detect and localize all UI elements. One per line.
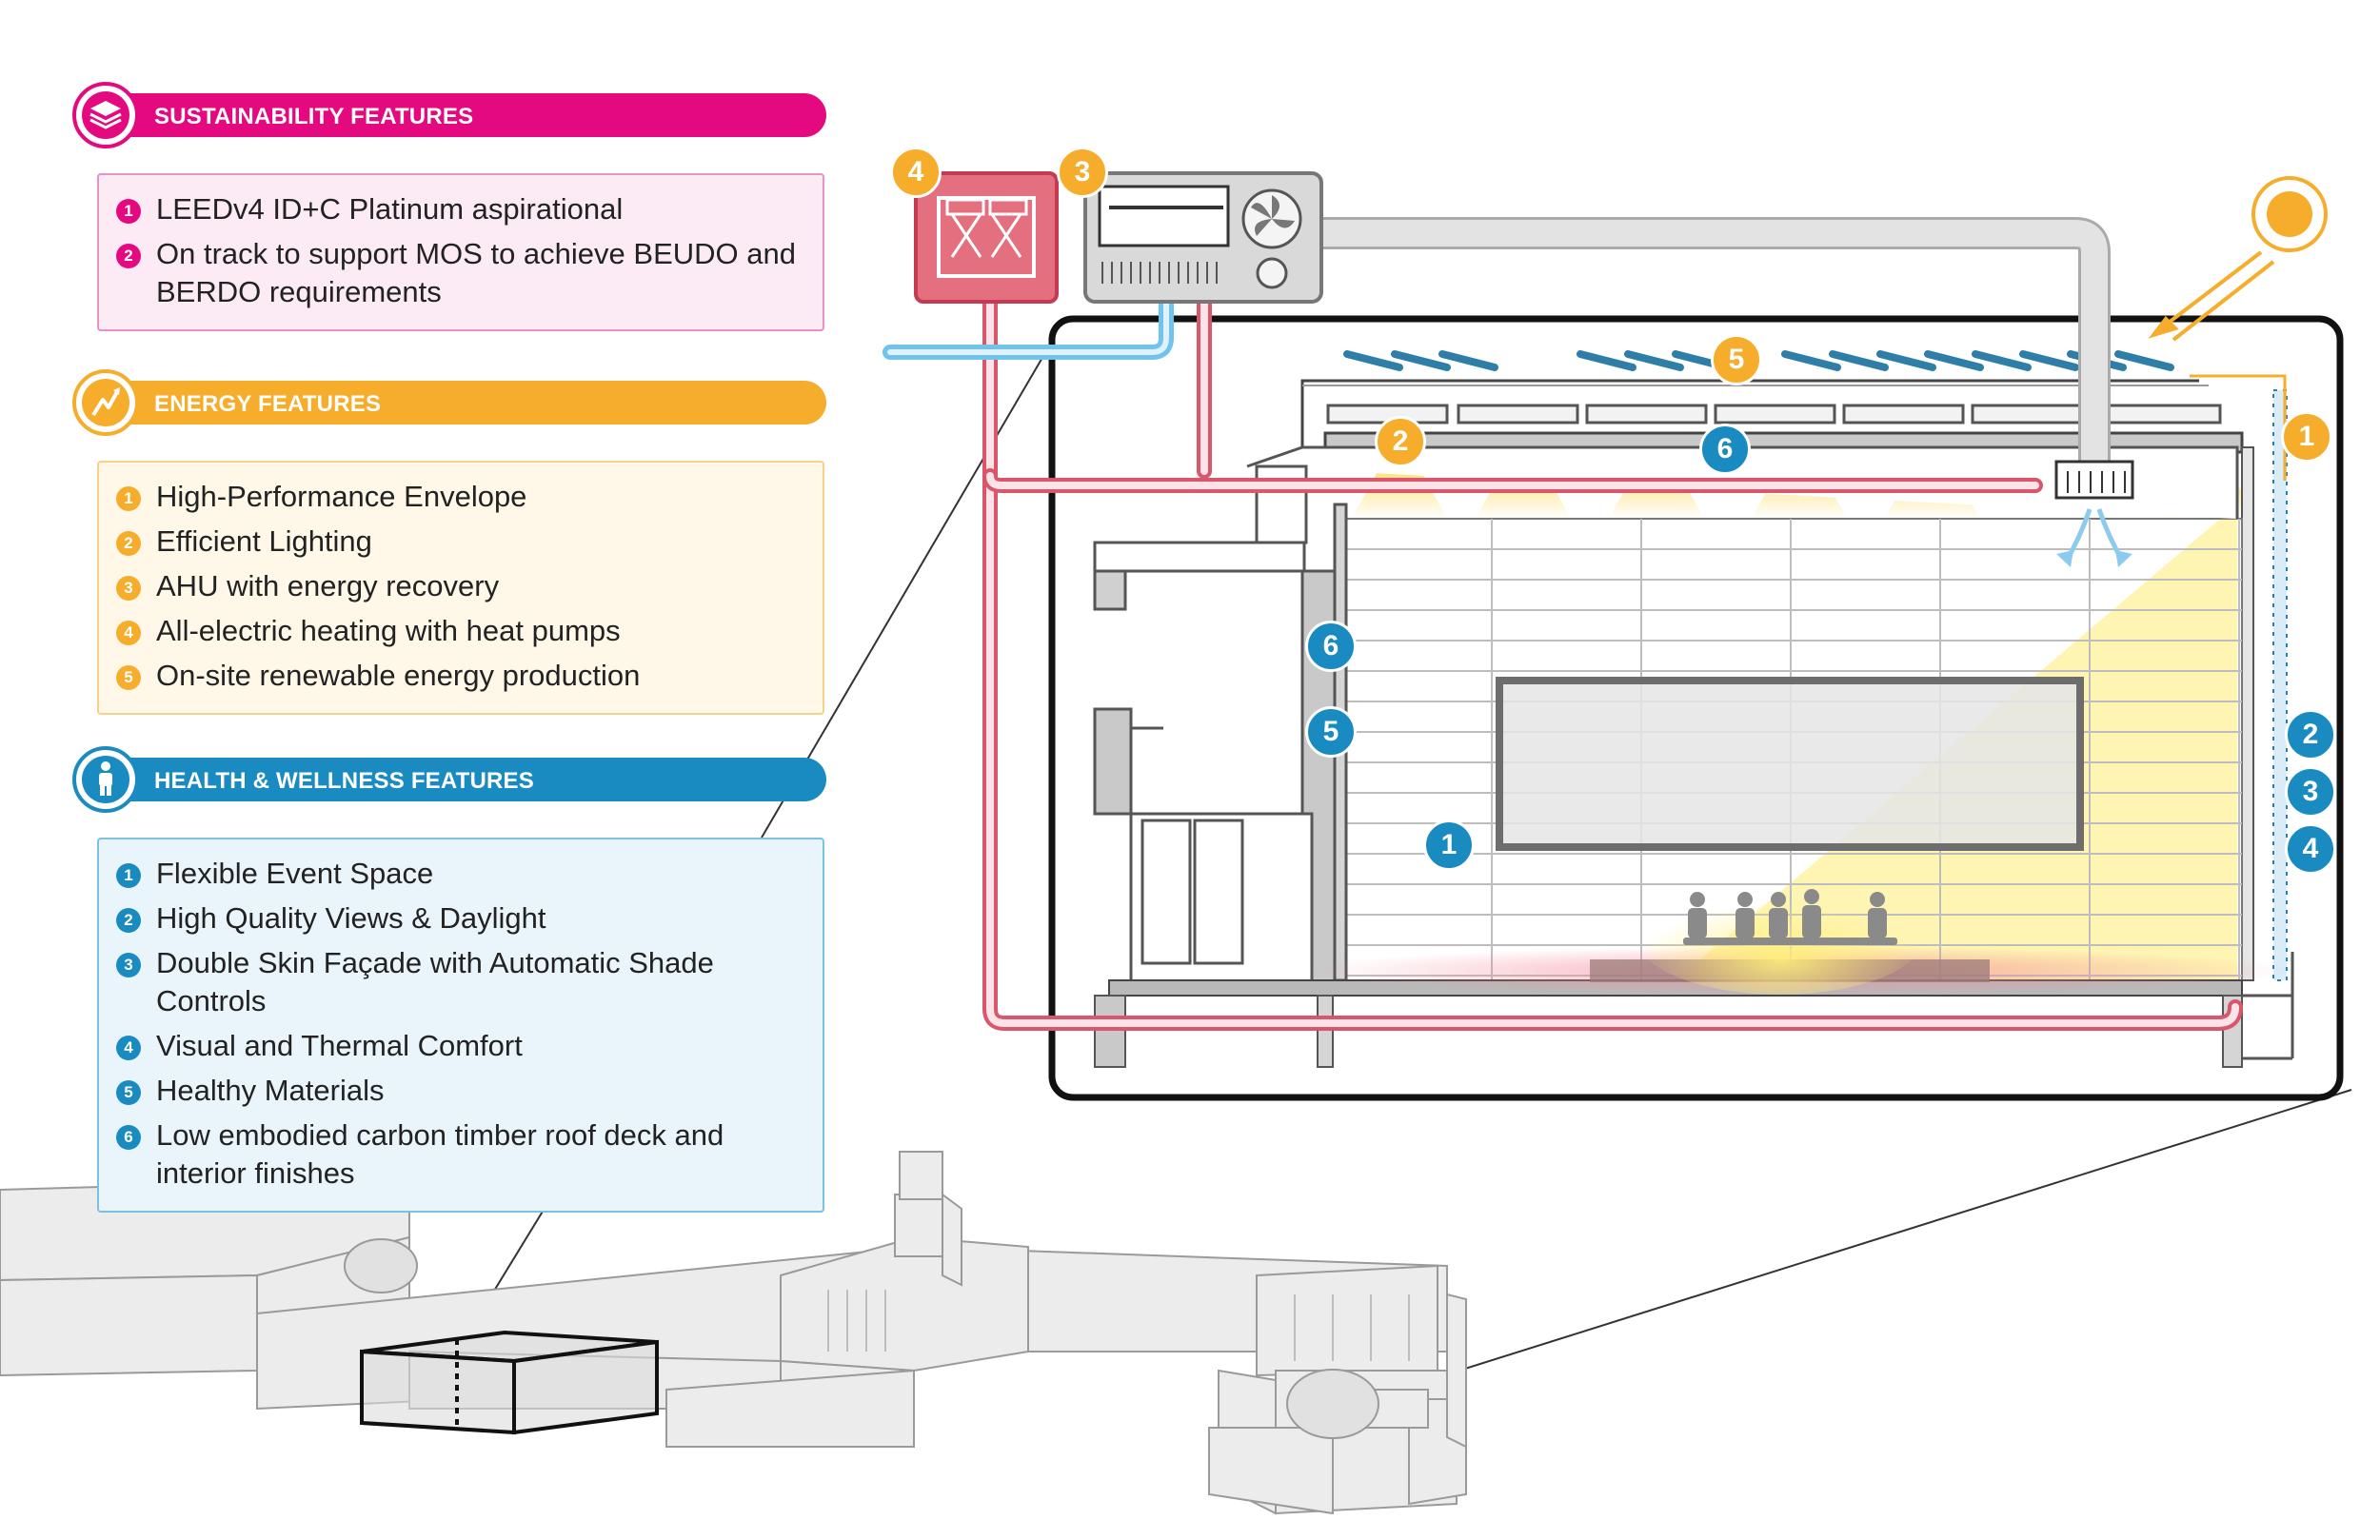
item-text: Flexible Event Space [156, 857, 434, 890]
list-item: 2 On track to support MOS to achieve BEU… [116, 235, 805, 311]
item-text: All-electric heating with heat pumps [156, 614, 621, 647]
item-text: Healthy Materials [156, 1074, 385, 1107]
health-callout-5: 5 [1305, 706, 1357, 758]
list-item: 3 AHU with energy recovery [116, 567, 805, 605]
list-item: 1 High-Performance Envelope [116, 478, 805, 516]
item-number: 4 [116, 621, 141, 645]
item-text: Double Skin Façade with Automatic Shade … [156, 946, 714, 1017]
item-number: 1 [116, 199, 141, 224]
audience-silhouettes [1683, 889, 1897, 945]
energy-callout-4: 4 [890, 147, 942, 198]
energy-callout-1: 1 [2281, 411, 2332, 463]
energy-callout-3: 3 [1057, 147, 1108, 198]
item-text: Low embodied carbon timber roof deck and… [156, 1118, 724, 1190]
item-text: LEEDv4 ID+C Platinum aspirational [156, 192, 624, 226]
item-text: AHU with energy recovery [156, 569, 500, 602]
health-callout-6-roof: 6 [1699, 424, 1751, 475]
health-callout-4: 4 [2285, 823, 2336, 875]
sustainability-header: SUSTAINABILITY FEATURES [72, 82, 826, 148]
item-number: 2 [116, 244, 141, 268]
list-item: 2 High Quality Views & Daylight [116, 899, 805, 938]
item-number: 1 [116, 863, 141, 888]
stacked-layers-icon [72, 82, 139, 148]
lightning-bolt-icon [72, 369, 139, 436]
energy-header: ENERGY FEATURES [72, 369, 826, 436]
heat-pump-unit [914, 171, 1059, 304]
context-domes [344, 1238, 1379, 1439]
health-callout-6-wall: 6 [1305, 621, 1357, 672]
supply-diffuser [2054, 460, 2134, 567]
sustainability-list: 1 LEEDv4 ID+C Platinum aspirational 2 On… [97, 173, 824, 331]
list-item: 1 LEEDv4 ID+C Platinum aspirational [116, 190, 805, 228]
roof-skylight-panels [1326, 404, 2222, 424]
list-item: 4 Visual and Thermal Comfort [116, 1027, 805, 1065]
health-header: HEALTH & WELLNESS FEATURES [72, 746, 826, 813]
item-number: 2 [116, 908, 141, 933]
item-text: On-site renewable energy production [156, 659, 641, 692]
list-item: 6 Low embodied carbon timber roof deck an… [116, 1116, 805, 1193]
item-number: 2 [116, 531, 141, 556]
item-number: 3 [116, 576, 141, 601]
sun-rays [2148, 250, 2275, 342]
item-text: High Quality Views & Daylight [156, 901, 546, 935]
health-title: HEALTH & WELLNESS FEATURES [154, 768, 534, 794]
context-windows [827, 1290, 1410, 1361]
energy-list: 1 High-Performance Envelope 2 Efficient Li… [97, 461, 824, 715]
list-item: 5 On-site renewable energy production [116, 657, 805, 695]
energy-title: ENERGY FEATURES [154, 391, 382, 417]
item-number: 1 [116, 486, 141, 511]
item-number: 3 [116, 953, 141, 977]
sustainability-title: SUSTAINABILITY FEATURES [154, 104, 474, 129]
energy-callout-2: 2 [1375, 416, 1426, 467]
health-callout-2: 2 [2285, 709, 2336, 760]
item-text: Visual and Thermal Comfort [156, 1029, 523, 1062]
sun-icon [2251, 176, 2328, 252]
item-text: High-Performance Envelope [156, 480, 527, 513]
list-item: 3 Double Skin Façade with Automatic Shade… [116, 944, 805, 1020]
ahu-supply-duct [1321, 217, 2111, 462]
person-icon [72, 746, 139, 813]
highlighted-event-space-volume [360, 1330, 659, 1435]
energy-callout-5: 5 [1711, 334, 1762, 385]
item-number: 5 [116, 1080, 141, 1105]
list-item: 1 Flexible Event Space [116, 855, 805, 893]
item-text: Efficient Lighting [156, 524, 372, 558]
item-text: On track to support MOS to achieve BEUDO… [156, 237, 796, 308]
projection-screen [1496, 677, 2084, 851]
health-callout-3: 3 [2285, 766, 2336, 818]
item-number: 4 [116, 1036, 141, 1060]
list-item: 4 All-electric heating with heat pumps [116, 612, 805, 650]
chilled-water-pipe [883, 287, 1174, 360]
air-handling-unit [1083, 171, 1323, 304]
health-callout-1: 1 [1423, 819, 1475, 871]
item-number: 5 [116, 665, 141, 690]
list-item: 2 Efficient Lighting [116, 523, 805, 561]
list-item: 5 Healthy Materials [116, 1072, 805, 1110]
heat-pump-piping [982, 287, 2243, 1031]
health-list: 1 Flexible Event Space 2 High Quality View… [97, 838, 824, 1213]
item-number: 6 [116, 1125, 141, 1150]
